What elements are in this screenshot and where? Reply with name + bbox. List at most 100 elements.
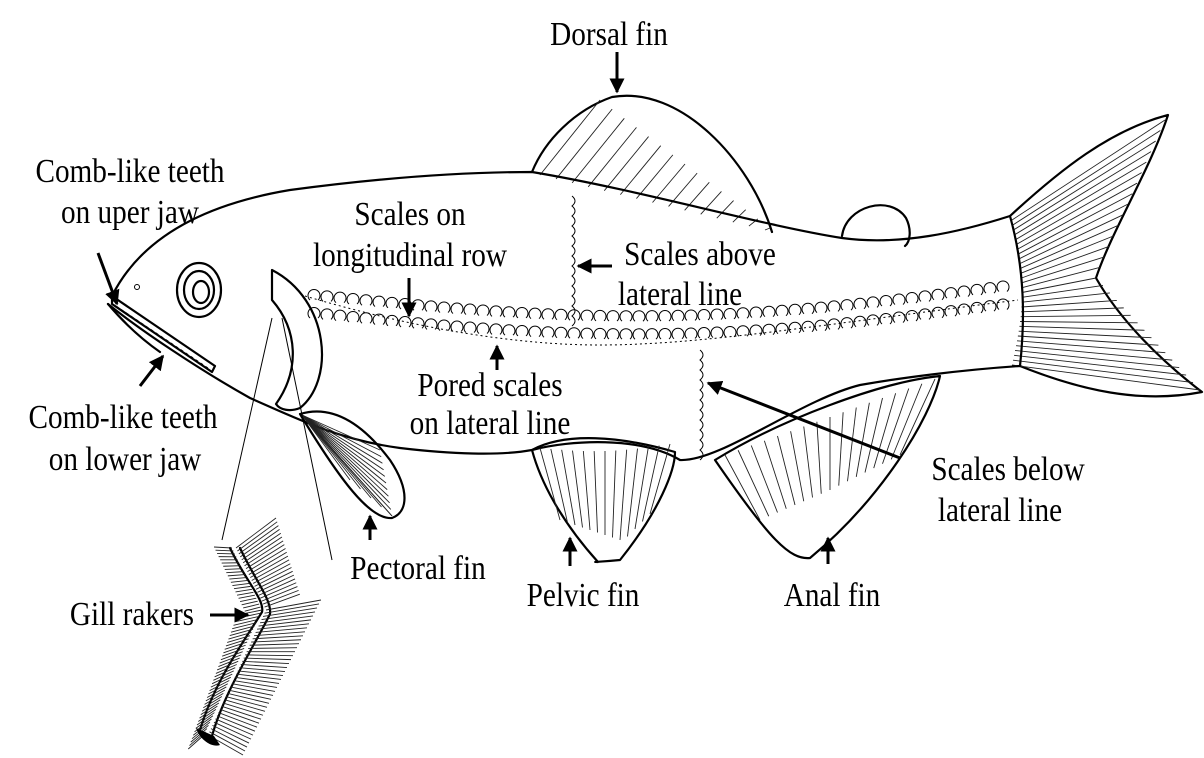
fin-ray: [1021, 308, 1124, 312]
fin-ray: [817, 422, 821, 494]
scale: [529, 326, 541, 336]
scale: [997, 299, 1009, 309]
scale: [958, 286, 970, 296]
scale: [893, 294, 905, 304]
scale: [867, 315, 879, 325]
label-upper-teeth-line1: Comb-like teeth: [35, 152, 224, 190]
scale: [334, 292, 346, 302]
scale: [659, 329, 671, 339]
fin-ray: [848, 408, 857, 482]
eye: [177, 263, 221, 317]
scale: [776, 305, 788, 315]
scale: [399, 317, 411, 327]
scale: [932, 307, 944, 317]
raker-bristle: [229, 690, 271, 699]
fin-ray: [636, 155, 672, 199]
scale: [542, 309, 554, 319]
scale: [516, 325, 528, 335]
fin-ray: [1022, 278, 1096, 293]
fin-ray: [620, 146, 660, 195]
scale: [477, 323, 489, 333]
scale: [971, 302, 983, 312]
scale: [945, 306, 957, 316]
fin-ray: [1022, 285, 1103, 297]
scale: [425, 319, 437, 329]
raker-bristle: [250, 644, 299, 646]
fin-ray: [604, 137, 648, 191]
fin-ray: [900, 379, 935, 455]
raker-bristle: [255, 568, 292, 587]
fin-ray: [588, 127, 636, 186]
fin-ray: [650, 444, 670, 514]
fin-ray: [1022, 300, 1117, 307]
scale: [425, 301, 437, 311]
scale: [945, 288, 957, 298]
scale: [503, 307, 515, 317]
scale: [893, 312, 905, 322]
label-upper-teeth-line2: on uper jaw: [61, 193, 199, 231]
raker-bristle: [231, 580, 248, 582]
fin-ray: [1021, 225, 1119, 268]
fin-ray: [1017, 341, 1165, 353]
scale: [308, 290, 320, 300]
scale: [555, 309, 567, 319]
scale: [906, 292, 918, 302]
scale: [971, 284, 983, 294]
raker-bristle: [232, 583, 249, 585]
fin-ray: [302, 415, 390, 503]
scale: [347, 293, 359, 303]
label-pored-scales-line2: on lateral line: [410, 404, 571, 442]
scale: [321, 309, 333, 319]
label-dorsal-fin: Dorsal fin: [550, 15, 668, 53]
anal-fin: [715, 376, 940, 558]
scale: [880, 313, 892, 323]
fin-ray: [1019, 194, 1133, 254]
scale: [438, 320, 450, 330]
label-scales-above-line1: Scales above: [624, 235, 776, 273]
scale: [724, 326, 736, 336]
scale: [581, 328, 593, 338]
scale: [490, 324, 502, 334]
fin-ray: [1022, 293, 1110, 302]
scale: [854, 316, 866, 326]
scale: [815, 302, 827, 312]
scale: [594, 328, 606, 338]
label-gill-rakers: Gill rakers: [70, 595, 194, 633]
raker-bristle: [214, 547, 232, 548]
fin-ray: [583, 451, 590, 530]
raker-bristle: [242, 601, 258, 605]
raker-bristle: [245, 655, 293, 656]
gill-rakers: [188, 518, 321, 755]
fin-ray: [573, 451, 583, 528]
scale: [750, 307, 762, 317]
raker-bristle: [234, 586, 251, 588]
fin-ray: [620, 450, 627, 540]
scale: [607, 329, 619, 339]
scale: [841, 318, 853, 328]
raker-bristle: [252, 560, 289, 581]
dorsal-fin: [532, 96, 772, 232]
raker-bristle: [242, 661, 289, 663]
scale: [633, 329, 645, 339]
scale: [360, 295, 372, 305]
raker-bristle: [233, 681, 277, 688]
raker-bristle: [236, 589, 253, 592]
raker-bristle: [237, 522, 277, 551]
label-pectoral-fin: Pectoral fin: [350, 549, 486, 587]
fin-ray: [778, 436, 796, 505]
fin-ray: [540, 448, 560, 520]
scale: [802, 303, 814, 313]
label-scales-below-line2: lateral line: [938, 491, 1062, 529]
raker-bristle: [239, 526, 279, 554]
scale: [503, 325, 515, 335]
raker-bristle: [251, 640, 301, 642]
scale: [841, 300, 853, 310]
raker-bristle: [248, 648, 297, 649]
raker-bristle: [215, 719, 253, 735]
fin-ray: [791, 431, 804, 501]
raker-bristle: [225, 569, 242, 570]
fin-ray: [1021, 315, 1131, 316]
fin-ray: [738, 450, 769, 516]
